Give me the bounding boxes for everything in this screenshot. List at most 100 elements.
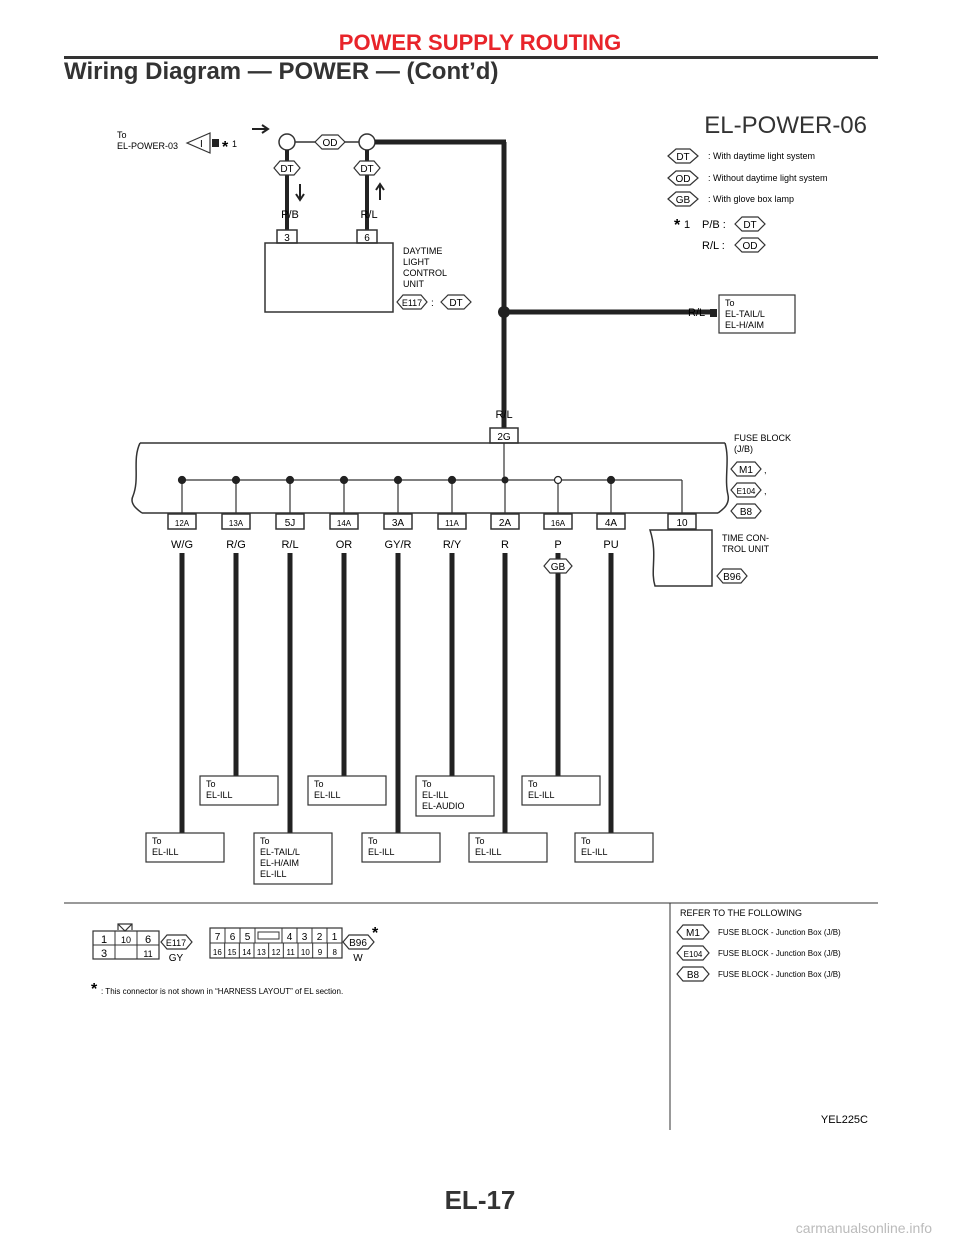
- legend-star-icon: *: [674, 217, 681, 234]
- destination-line: EL-ILL: [206, 790, 233, 800]
- destination-line: EL-ILL: [422, 790, 449, 800]
- fuse-conn2-tag: [730, 482, 762, 498]
- dlcu-line2: LIGHT: [403, 257, 430, 267]
- wire-color-label: PU: [603, 539, 618, 551]
- dlcu-box: [264, 242, 394, 313]
- destination-line: To: [260, 836, 270, 846]
- tcu-line2: TROL UNIT: [722, 544, 770, 554]
- option-circle-right: [358, 133, 376, 151]
- wire-rl-label: R/L: [360, 209, 377, 221]
- legend-od-tag: [667, 170, 699, 186]
- pin-label: 12A: [175, 519, 190, 528]
- e117-pin-d: 3: [101, 948, 107, 960]
- legend-pb-label: P/B :: [702, 219, 726, 231]
- e117-code: E117: [402, 298, 422, 308]
- legend-rl-label: R/L :: [702, 240, 725, 252]
- tcu-conn: B96: [723, 572, 741, 583]
- tcu-line1: TIME CON-: [722, 533, 769, 543]
- pin-box: [167, 513, 197, 530]
- destination-box: [253, 832, 333, 885]
- fuse-block-line2: (J/B): [734, 444, 753, 454]
- pin-label: 16A: [551, 519, 566, 528]
- legend-od-text: : Without daytime light system: [708, 173, 828, 183]
- e117-pin-b: 10: [121, 935, 131, 945]
- b96-pin: 3: [302, 932, 308, 943]
- option-circle-left: [278, 133, 296, 151]
- refer-conn: E104: [684, 950, 703, 959]
- fuse-conn3: B8: [740, 507, 753, 518]
- page-number: EL-17: [444, 1185, 516, 1215]
- od-code: OD: [323, 138, 338, 149]
- e117-tag: [396, 294, 428, 310]
- pin-box: [543, 513, 573, 530]
- wire-color-label: W/G: [171, 539, 193, 551]
- b96-pin: 7: [215, 932, 221, 943]
- legend-gb-text: : With glove box lamp: [708, 194, 794, 204]
- note-text: : This connector is not shown in “HARNES…: [101, 987, 343, 996]
- junction-dot: [447, 475, 457, 485]
- legend-od-code: OD: [676, 174, 691, 185]
- pin-10-label: 10: [676, 518, 688, 529]
- page-header-title: POWER SUPPLY ROUTING: [338, 30, 622, 55]
- gb-option-code: GB: [551, 562, 566, 573]
- page-header-subtitle: Wiring Diagram — POWER — (Cont’d): [64, 58, 499, 85]
- b96-pin: 9: [318, 948, 323, 957]
- fuse-conn2: E104: [737, 487, 756, 496]
- refer-text: FUSE BLOCK - Junction Box (J/B): [718, 949, 841, 958]
- star-num: 1: [232, 139, 237, 149]
- destination-line: EL-ILL: [475, 847, 502, 857]
- flow-arrow-icon: [252, 124, 270, 134]
- destination-box: [199, 775, 279, 806]
- e117-connector-face: 1 10 6 3 11 E117 GY: [92, 923, 193, 964]
- destination-box: [415, 775, 495, 817]
- pin-label: 11A: [445, 519, 459, 528]
- branch-stub: [710, 309, 717, 317]
- wire-pb-label: P/B: [281, 209, 299, 221]
- rl-branch-label: R/L: [688, 307, 705, 319]
- pin-label: 3A: [392, 518, 405, 529]
- junction-dot: [231, 475, 241, 485]
- wire-color-label: R/L: [281, 539, 298, 551]
- destination-line: EL-H/AIM: [260, 858, 299, 868]
- refer-text: FUSE BLOCK - Junction Box (J/B): [718, 970, 841, 979]
- e117-pin-a: 1: [101, 934, 107, 946]
- wire-color-label: R/G: [226, 539, 246, 551]
- legend-pb-opt: DT: [743, 220, 756, 231]
- refer-conn-tag: [676, 924, 710, 940]
- fuse-sep1: ,: [764, 465, 767, 475]
- destination-line: To: [581, 836, 591, 846]
- e117-colon: :: [431, 298, 434, 309]
- refer-title: REFER TO THE FOLLOWING: [680, 908, 802, 918]
- junction-dot: [606, 475, 616, 485]
- junction-dot: [285, 475, 295, 485]
- to-tail-box: [718, 294, 796, 334]
- refer-conn-tag: [676, 966, 710, 982]
- destination-line: EL-TAIL/L: [260, 847, 300, 857]
- header-rule: [64, 56, 878, 59]
- dlcu-line1: DAYTIME: [403, 246, 442, 256]
- destination-line: EL-ILL: [314, 790, 341, 800]
- b96-pin: 11: [287, 948, 296, 957]
- e117-color: GY: [169, 953, 184, 964]
- pin-label: 4A: [605, 518, 618, 529]
- destination-box: [574, 832, 654, 863]
- e117-opt-tag: [440, 294, 472, 310]
- destination-line: To: [368, 836, 378, 846]
- fuse-conn1-tag: [730, 461, 762, 477]
- b96-pin: 16: [213, 948, 222, 957]
- dt-tag-left: [273, 160, 301, 176]
- junction-dot: [177, 475, 187, 485]
- destination-line: EL-ILL: [152, 847, 179, 857]
- e117-face-id: E117: [166, 938, 186, 948]
- destination-box: [307, 775, 387, 806]
- b96-pin: 15: [228, 948, 237, 957]
- e117-pin-c: 6: [145, 934, 151, 946]
- wire-color-label: R: [501, 539, 509, 551]
- legend-dt-text: : With daytime light system: [708, 151, 815, 161]
- b96-pin: 1: [332, 932, 338, 943]
